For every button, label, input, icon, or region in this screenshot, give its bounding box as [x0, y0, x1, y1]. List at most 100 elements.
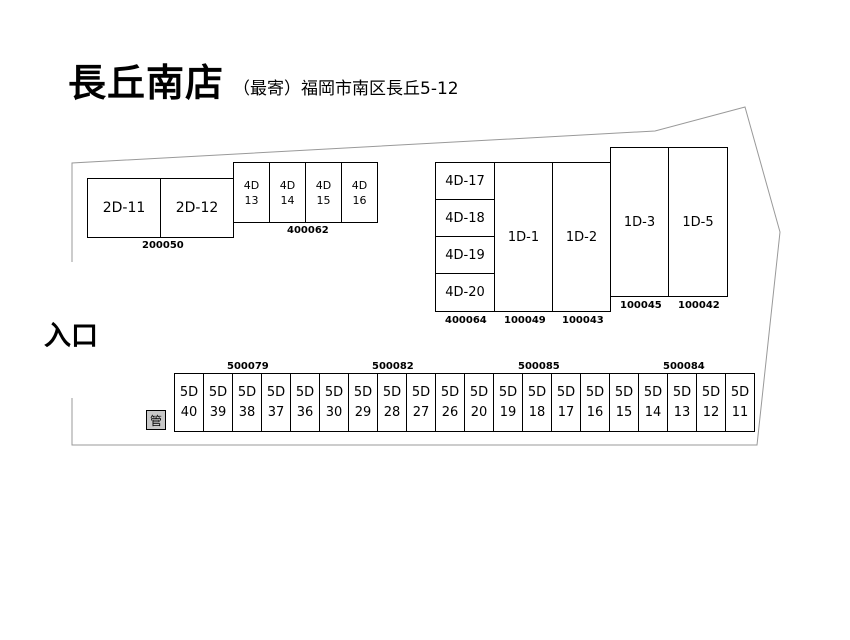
contract-code-100045: 100045	[620, 300, 662, 311]
unit-label: 4D-19	[445, 247, 485, 263]
unit-1D-3[interactable]: 1D-3	[610, 147, 669, 297]
unit-type: 5D	[527, 384, 547, 400]
unit-type: 5D	[324, 384, 344, 400]
unit-type: 5D	[382, 384, 402, 400]
unit-4D-17[interactable]: 4D-17	[435, 162, 495, 200]
unit-number: 17	[557, 404, 575, 420]
unit-type: 4D	[243, 178, 260, 192]
unit-type: 5D	[237, 384, 257, 400]
unit-type: 5D	[585, 384, 605, 400]
unit-type: 4D	[279, 178, 296, 192]
unit-2D-12[interactable]: 2D-12	[160, 178, 234, 238]
store-address: （最寄）福岡市南区長丘5-12	[233, 79, 459, 99]
contract-code-500082: 500082	[372, 361, 414, 372]
unit-number: 13	[244, 193, 259, 207]
unit-type: 5D	[643, 384, 663, 400]
contract-code-400064: 400064	[445, 315, 487, 326]
unit-type: 4D	[351, 178, 368, 192]
contract-code-100042: 100042	[678, 300, 720, 311]
manager-office-marker: 管	[146, 410, 166, 430]
unit-type: 5D	[469, 384, 489, 400]
unit-4D-18[interactable]: 4D-18	[435, 199, 495, 237]
unit-label: 4D-17	[445, 173, 485, 189]
unit-label: 2D-11	[102, 199, 146, 216]
contract-code-200050: 200050	[142, 240, 184, 251]
unit-type: 5D	[295, 384, 315, 400]
unit-type: 5D	[179, 384, 199, 400]
unit-number: 39	[209, 404, 227, 420]
unit-number: 29	[354, 404, 372, 420]
contract-code-500079: 500079	[227, 361, 269, 372]
unit-2D-11[interactable]: 2D-11	[87, 178, 161, 238]
entrance-label: 入口	[44, 321, 98, 352]
unit-label: 4D-20	[445, 285, 485, 300]
contract-code-500085: 500085	[518, 361, 560, 372]
unit-number: 16	[352, 193, 367, 207]
unit-label: 4D-18	[445, 210, 485, 226]
unit-number: 19	[499, 404, 517, 420]
unit-1D-2[interactable]: 1D-2	[552, 162, 611, 312]
unit-label: 1D-3	[623, 214, 656, 230]
unit-number: 38	[238, 404, 256, 420]
contract-code-400062: 400062	[287, 225, 329, 236]
unit-type: 5D	[672, 384, 692, 400]
unit-number: 36	[296, 404, 314, 420]
unit-1D-1[interactable]: 1D-1	[494, 162, 553, 312]
contract-code-500084: 500084	[663, 361, 705, 372]
unit-type: 5D	[266, 384, 286, 400]
unit-type: 5D	[411, 384, 431, 400]
unit-number: 14	[280, 193, 295, 207]
unit-number: 30	[325, 404, 343, 420]
contract-code-100049: 100049	[504, 315, 546, 326]
unit-type: 5D	[208, 384, 228, 400]
unit-number: 18	[528, 404, 546, 420]
unit-number: 15	[615, 404, 633, 420]
unit-type: 5D	[614, 384, 634, 400]
unit-4D-20[interactable]: 4D-20	[435, 273, 495, 312]
unit-type: 5D	[701, 384, 721, 400]
unit-number: 12	[702, 404, 720, 420]
unit-type: 5D	[730, 384, 750, 400]
unit-number: 27	[412, 404, 430, 420]
unit-type: 5D	[353, 384, 373, 400]
unit-1D-5[interactable]: 1D-5	[668, 147, 728, 297]
unit-label: 2D-12	[175, 199, 219, 216]
unit-number: 37	[267, 404, 285, 420]
unit-number: 13	[673, 404, 691, 420]
unit-type: 5D	[556, 384, 576, 400]
store-name: 長丘南店	[68, 61, 225, 105]
unit-4D-19[interactable]: 4D-19	[435, 236, 495, 274]
unit-number: 26	[441, 404, 459, 420]
unit-label: 1D-5	[682, 214, 714, 230]
unit-number: 11	[731, 404, 749, 420]
unit-number: 28	[383, 404, 401, 420]
unit-number: 16	[586, 404, 604, 420]
unit-number: 14	[644, 404, 662, 420]
unit-type: 5D	[498, 384, 518, 400]
